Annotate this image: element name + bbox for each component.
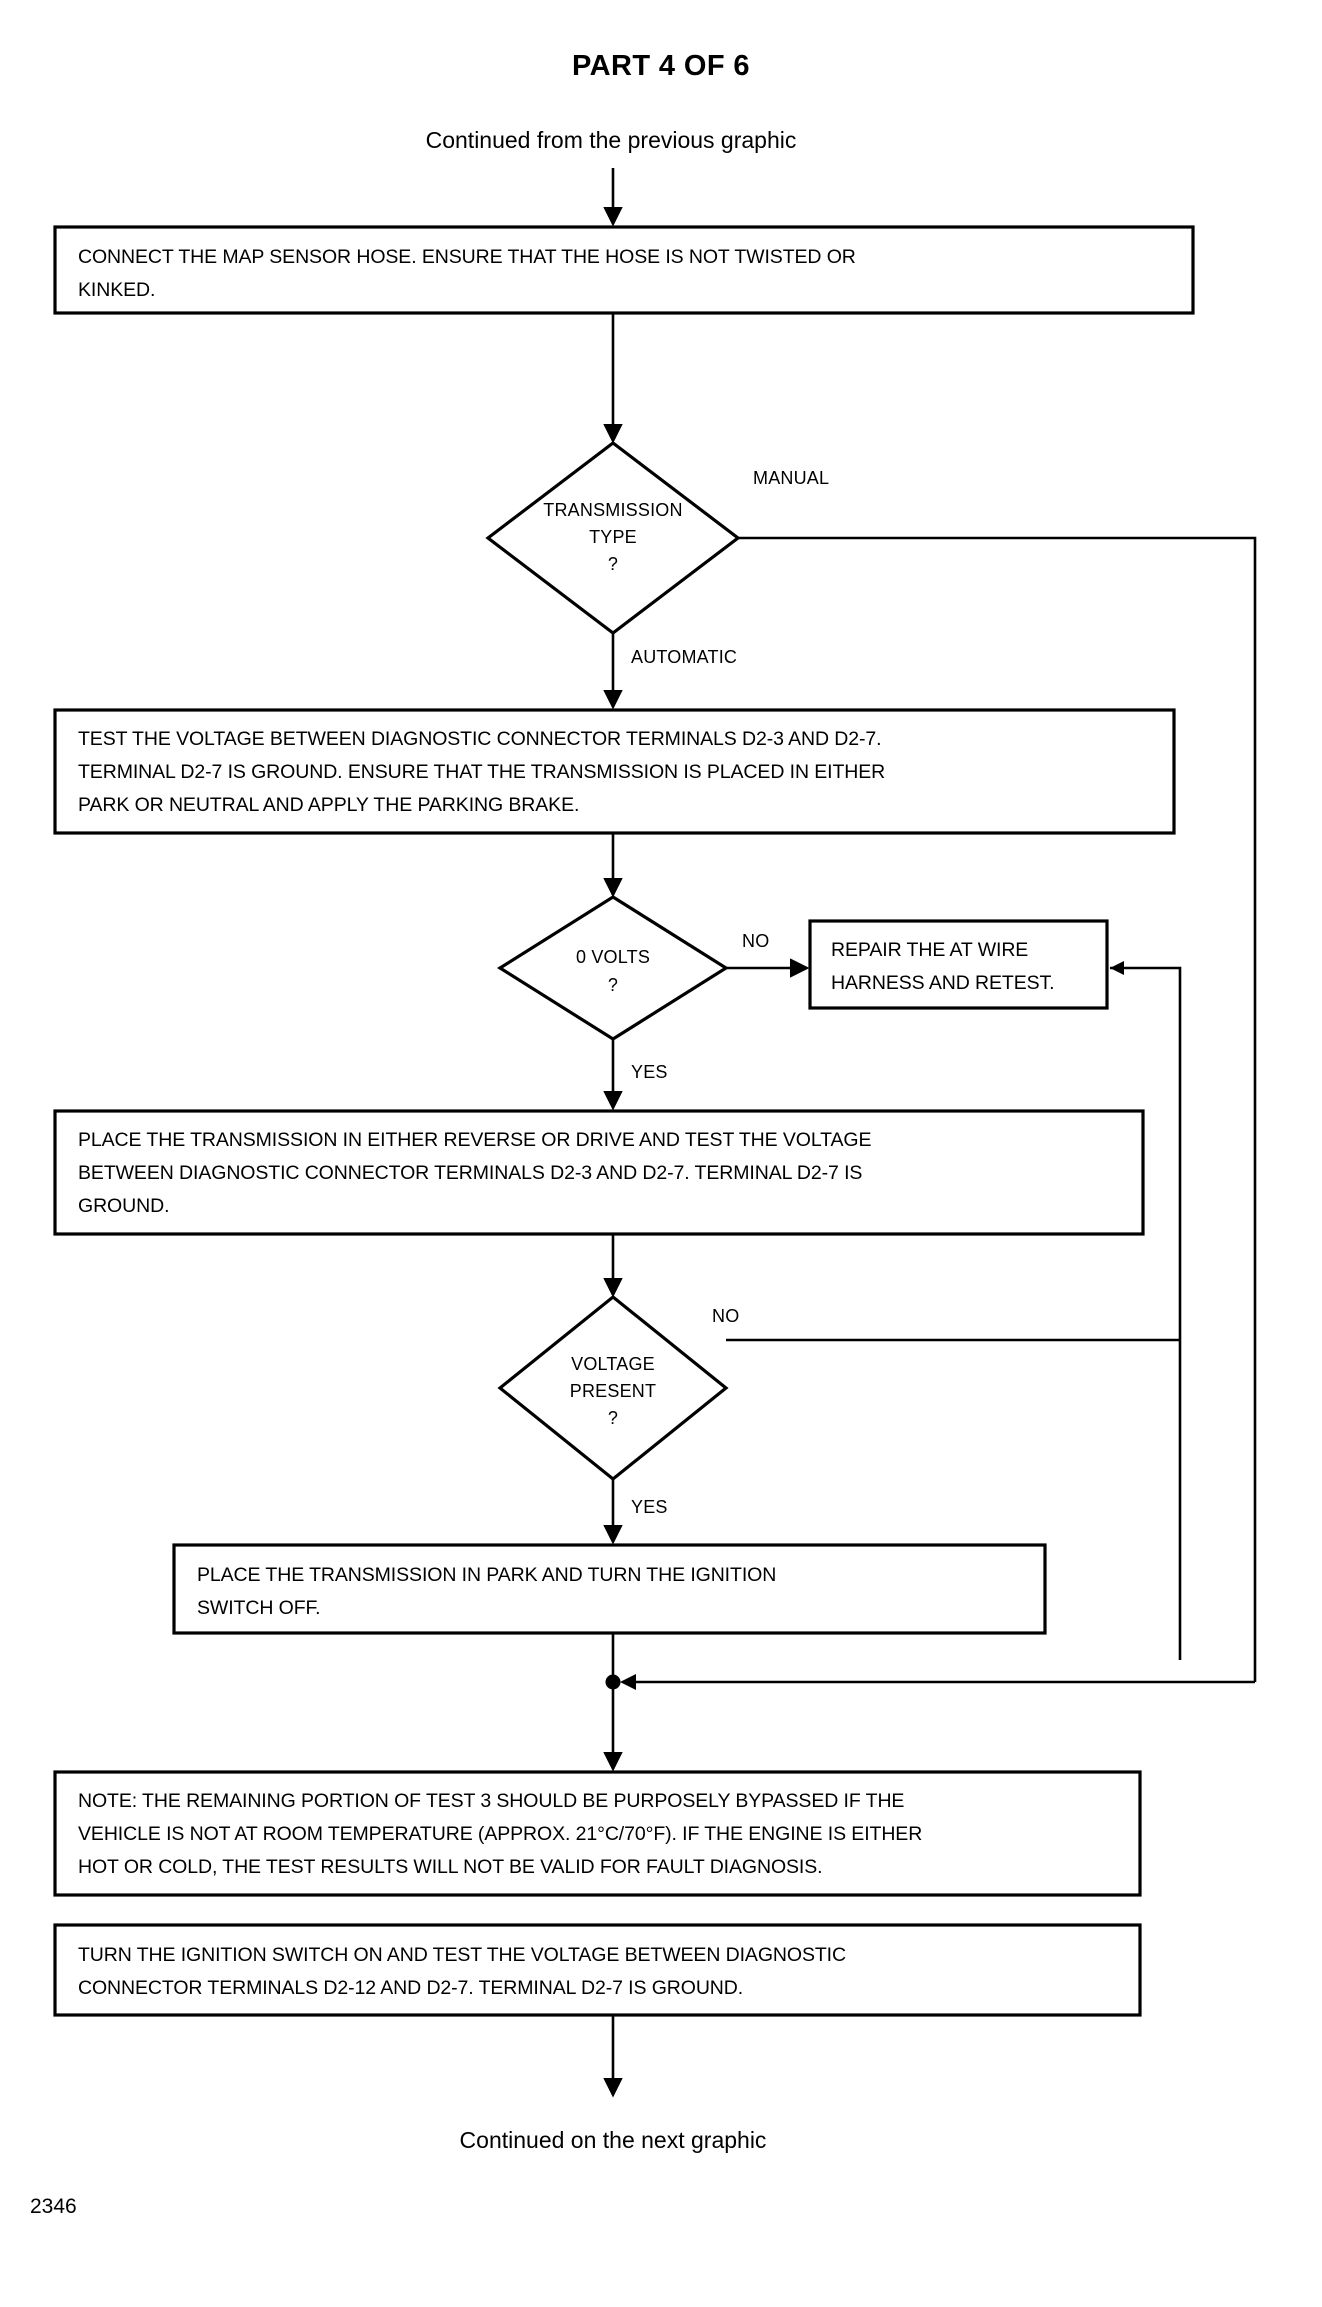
node-p2-box bbox=[53, 708, 1176, 835]
node-p6-line-2: VEHICLE IS NOT AT ROOM TEMPERATURE (APPR… bbox=[78, 1823, 922, 1845]
node-d3-line-3: ? bbox=[608, 1408, 618, 1428]
node-p5-line-1: PLACE THE TRANSMISSION IN PARK AND TURN … bbox=[197, 1564, 776, 1586]
node-p5-line-2: SWITCH OFF. bbox=[197, 1597, 320, 1619]
node-p1-box bbox=[53, 225, 1195, 315]
page-number: 2346 bbox=[30, 2195, 77, 2218]
node-p4-line-2: BETWEEN DIAGNOSTIC CONNECTOR TERMINALS D… bbox=[78, 1162, 862, 1184]
node-p4-line-1: PLACE THE TRANSMISSION IN EITHER REVERSE… bbox=[78, 1129, 871, 1151]
continued-from-label: Continued from the previous graphic bbox=[426, 127, 797, 153]
page-title: PART 4 OF 6 bbox=[572, 50, 750, 82]
continued-on-next-label: Continued on the next graphic bbox=[460, 2127, 767, 2153]
node-p2-line-1: TEST THE VOLTAGE BETWEEN DIAGNOSTIC CONN… bbox=[78, 728, 881, 750]
edge-label-manual: MANUAL bbox=[753, 468, 829, 488]
edge-label-no-2: NO bbox=[712, 1306, 739, 1326]
edge-feedback-into-p3 bbox=[1110, 966, 1182, 1660]
edge-feedback-into-p3-arrowhead bbox=[1110, 961, 1124, 975]
node-p5-box bbox=[172, 1543, 1047, 1635]
node-p3-line-2: HARNESS AND RETEST. bbox=[831, 972, 1054, 994]
merge-junction-dot bbox=[605, 1674, 621, 1690]
node-p7-line-1: TURN THE IGNITION SWITCH ON AND TEST THE… bbox=[78, 1944, 846, 1966]
node-d2-line-1: 0 VOLTS bbox=[576, 947, 650, 967]
node-d2-diamond bbox=[496, 895, 730, 1041]
node-p2-line-3: PARK OR NEUTRAL AND APPLY THE PARKING BR… bbox=[78, 794, 579, 816]
node-p1-line-1: CONNECT THE MAP SENSOR HOSE. ENSURE THAT… bbox=[78, 246, 856, 268]
edge-label-no-1: NO bbox=[742, 931, 769, 951]
edge-label-automatic: AUTOMATIC bbox=[631, 647, 737, 667]
node-p1-line-2: KINKED. bbox=[78, 279, 155, 301]
node-p4-box bbox=[53, 1109, 1145, 1236]
node-d3-line-1: VOLTAGE bbox=[571, 1354, 655, 1374]
edge-d1-manual bbox=[738, 536, 1257, 1682]
node-d1-line-2: TYPE bbox=[589, 527, 637, 547]
edge-manual-rail-merge-arrowhead bbox=[620, 1674, 636, 1690]
node-p6-line-1: NOTE: THE REMAINING PORTION OF TEST 3 SH… bbox=[78, 1790, 904, 1812]
edge-label-yes-2: YES bbox=[631, 1497, 668, 1517]
node-p7-line-2: CONNECTOR TERMINALS D2-12 AND D2-7. TERM… bbox=[78, 1977, 743, 1999]
node-p3-line-1: REPAIR THE AT WIRE bbox=[831, 939, 1028, 961]
node-p6-box bbox=[53, 1770, 1142, 1897]
node-p4-line-3: GROUND. bbox=[78, 1195, 169, 1217]
node-d1-line-1: TRANSMISSION bbox=[543, 500, 682, 520]
node-p6-line-3: HOT OR COLD, THE TEST RESULTS WILL NOT B… bbox=[78, 1856, 822, 1878]
edge-label-yes-1: YES bbox=[631, 1062, 668, 1082]
node-d2-line-2: ? bbox=[608, 975, 618, 995]
node-p2-line-2: TERMINAL D2-7 IS GROUND. ENSURE THAT THE… bbox=[78, 761, 885, 783]
node-p7-box bbox=[53, 1923, 1142, 2017]
node-p3-box bbox=[808, 919, 1109, 1010]
node-d3-line-2: PRESENT bbox=[570, 1381, 656, 1401]
node-d1-line-3: ? bbox=[608, 554, 618, 574]
